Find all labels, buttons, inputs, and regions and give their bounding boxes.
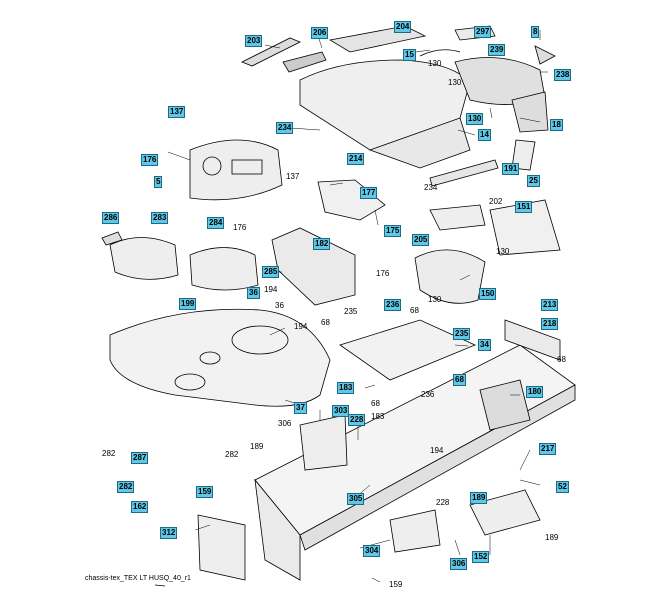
part-callout-191[interactable]: 191	[502, 163, 520, 175]
part-callout-68[interactable]: 68	[557, 355, 566, 364]
part-callout-177[interactable]: 177	[360, 187, 378, 199]
part-callout-213[interactable]: 213	[541, 299, 559, 311]
part-callout-15[interactable]: 15	[403, 49, 416, 61]
chassis-frame-part	[254, 319, 576, 581]
part-callout-204[interactable]: 204	[394, 21, 412, 33]
part-callout-68[interactable]: 68	[453, 374, 466, 386]
part-callout-282[interactable]: 282	[117, 481, 135, 493]
part-callout-137[interactable]: 137	[286, 172, 300, 181]
part-callout-183[interactable]: 183	[371, 412, 385, 421]
part-callout-68[interactable]: 68	[410, 306, 419, 315]
housing-part	[414, 199, 561, 304]
part-callout-282[interactable]: 282	[102, 449, 116, 458]
part-callout-159[interactable]: 159	[389, 580, 403, 589]
part-callout-180[interactable]: 180	[526, 386, 544, 398]
part-callout-236[interactable]: 236	[384, 299, 402, 311]
dashboard-part	[189, 139, 283, 201]
part-callout-214[interactable]: 214	[347, 153, 365, 165]
part-callout-297[interactable]: 297	[474, 26, 492, 38]
part-callout-305[interactable]: 305	[347, 493, 365, 505]
part-callout-217[interactable]: 217	[539, 443, 557, 455]
part-callout-162[interactable]: 162	[131, 501, 149, 513]
part-callout-203[interactable]: 203	[245, 35, 263, 47]
part-callout-159[interactable]: 159	[196, 486, 214, 498]
part-callout-130[interactable]: 130	[466, 113, 484, 125]
part-callout-34[interactable]: 34	[478, 339, 491, 351]
part-callout-14[interactable]: 14	[478, 129, 491, 141]
part-callout-25[interactable]: 25	[527, 175, 540, 187]
part-callout-189[interactable]: 189	[470, 492, 488, 504]
part-callout-194[interactable]: 194	[264, 285, 278, 294]
part-callout-176[interactable]: 176	[233, 223, 247, 232]
part-callout-238[interactable]: 238	[554, 69, 572, 81]
part-callout-8[interactable]: 8	[531, 26, 540, 38]
part-callout-137[interactable]: 137	[168, 106, 186, 118]
console-bracket-part	[317, 159, 499, 231]
part-callout-235[interactable]: 235	[453, 328, 471, 340]
part-callout-306[interactable]: 306	[450, 558, 468, 570]
part-callout-236[interactable]: 236	[421, 390, 435, 399]
part-callout-151[interactable]: 151	[515, 201, 533, 213]
part-callout-282[interactable]: 282	[225, 450, 239, 459]
part-callout-176[interactable]: 176	[141, 154, 159, 166]
part-callout-175[interactable]: 175	[384, 225, 402, 237]
part-callout-287[interactable]: 287	[131, 452, 149, 464]
part-callout-130[interactable]: 130	[428, 59, 442, 68]
part-callout-152[interactable]: 152	[472, 551, 490, 563]
part-callout-228[interactable]: 228	[348, 414, 366, 426]
part-callout-234[interactable]: 234	[424, 183, 438, 192]
part-callout-205[interactable]: 205	[412, 234, 430, 246]
part-callout-150[interactable]: 150	[479, 288, 497, 300]
part-callout-206[interactable]: 206	[311, 27, 329, 39]
part-callout-312[interactable]: 312	[160, 527, 178, 539]
part-callout-36[interactable]: 36	[247, 287, 260, 299]
part-callout-228[interactable]: 228	[436, 498, 450, 507]
part-callout-36[interactable]: 36	[275, 301, 284, 310]
part-callout-235[interactable]: 235	[344, 307, 358, 316]
fender-deck-part	[109, 308, 331, 407]
part-callout-130[interactable]: 130	[496, 247, 510, 256]
part-callout-283[interactable]: 283	[151, 212, 169, 224]
part-callout-239[interactable]: 239	[488, 44, 506, 56]
part-callout-304[interactable]: 304	[363, 545, 381, 557]
part-callout-189[interactable]: 189	[545, 533, 559, 542]
part-callout-286[interactable]: 286	[102, 212, 120, 224]
part-callout-52[interactable]: 52	[556, 481, 569, 493]
part-callout-37[interactable]: 37	[294, 402, 307, 414]
part-callout-130[interactable]: 130	[428, 295, 442, 304]
part-callout-176[interactable]: 176	[376, 269, 390, 278]
part-callout-218[interactable]: 218	[541, 318, 559, 330]
part-callout-68[interactable]: 68	[321, 318, 330, 327]
part-callout-306[interactable]: 306	[278, 419, 292, 428]
part-callout-183[interactable]: 183	[337, 382, 355, 394]
side-panel-part	[154, 414, 541, 587]
drawing-caption: chassis-tex_TEX LT HUSQ_40_r1	[85, 575, 191, 582]
part-callout-5[interactable]: 5	[154, 176, 163, 188]
part-callout-202[interactable]: 202	[489, 197, 503, 206]
part-callout-303[interactable]: 303	[332, 405, 350, 417]
part-callout-234[interactable]: 234	[276, 122, 294, 134]
part-callout-68[interactable]: 68	[371, 399, 380, 408]
part-callout-182[interactable]: 182	[313, 238, 331, 250]
part-callout-194[interactable]: 194	[430, 446, 444, 455]
hood-panel-part	[241, 25, 556, 171]
part-callout-199[interactable]: 199	[179, 298, 197, 310]
plate-part	[339, 319, 477, 381]
fender-shroud-part	[101, 231, 259, 291]
part-callout-18[interactable]: 18	[550, 119, 563, 131]
part-callout-284[interactable]: 284	[207, 217, 225, 229]
part-callout-130[interactable]: 130	[448, 78, 462, 87]
part-callout-194[interactable]: 194	[294, 322, 308, 331]
part-callout-285[interactable]: 285	[262, 266, 280, 278]
part-callout-189[interactable]: 189	[250, 442, 264, 451]
